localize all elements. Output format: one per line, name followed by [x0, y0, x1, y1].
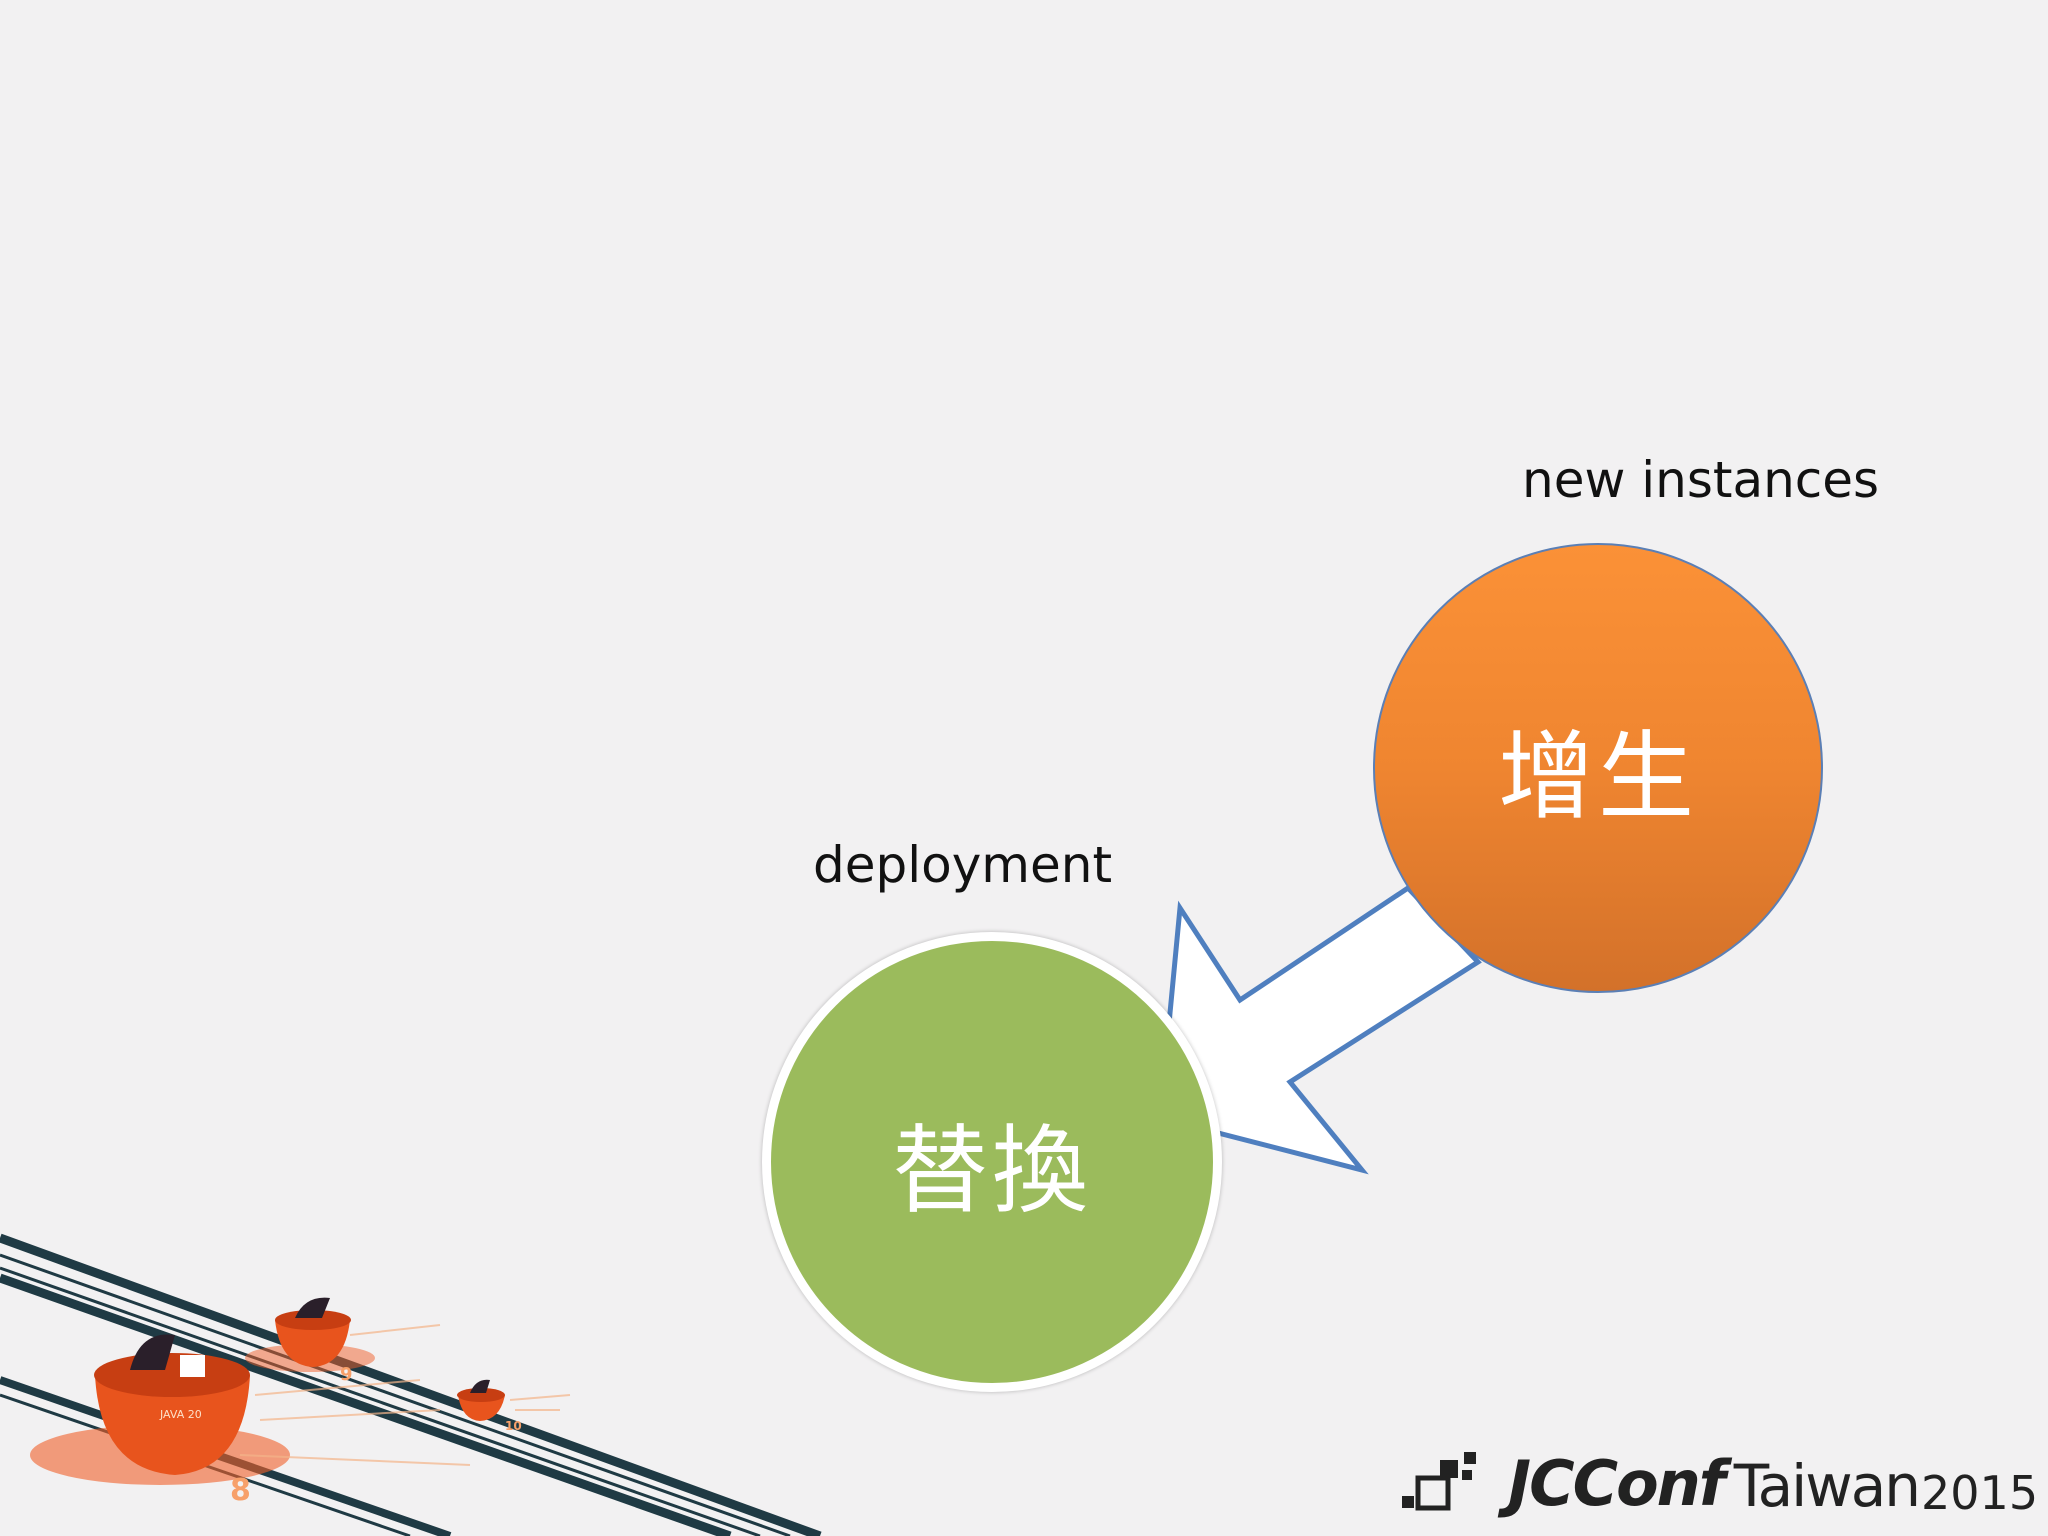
new-instances-label: new instances	[1522, 451, 1880, 509]
speed-streaks	[239, 1324, 571, 1466]
cup-label-9: 9	[340, 1364, 353, 1385]
cup-label-java: JAVA 20	[159, 1408, 202, 1421]
small-cup: 10	[457, 1379, 522, 1433]
big-cup: JAVA 20 8	[30, 1334, 290, 1508]
cup-label-8: 8	[230, 1473, 251, 1508]
middle-cup: 9	[245, 1297, 375, 1385]
zengsheng-node: 增生	[1373, 543, 1823, 993]
connector-arrow	[1157, 884, 1482, 1175]
zengsheng-text: 增生	[1498, 720, 1698, 833]
cup-label-10: 10	[505, 1419, 522, 1433]
deployment-label: deployment	[813, 836, 1113, 894]
logo-mark-icon	[1400, 1450, 1500, 1520]
logo-taiwan-text: Taiwan	[1733, 1452, 1921, 1520]
jcconf-logo: JCConf Taiwan 2015	[1400, 1440, 2038, 1520]
logo-year-text: 2015	[1921, 1466, 2039, 1520]
tihuan-text: 替換	[892, 1114, 1092, 1227]
logo-jcconf-text: JCConf	[1508, 1447, 1726, 1520]
tihuan-node: 替換	[762, 932, 1222, 1392]
